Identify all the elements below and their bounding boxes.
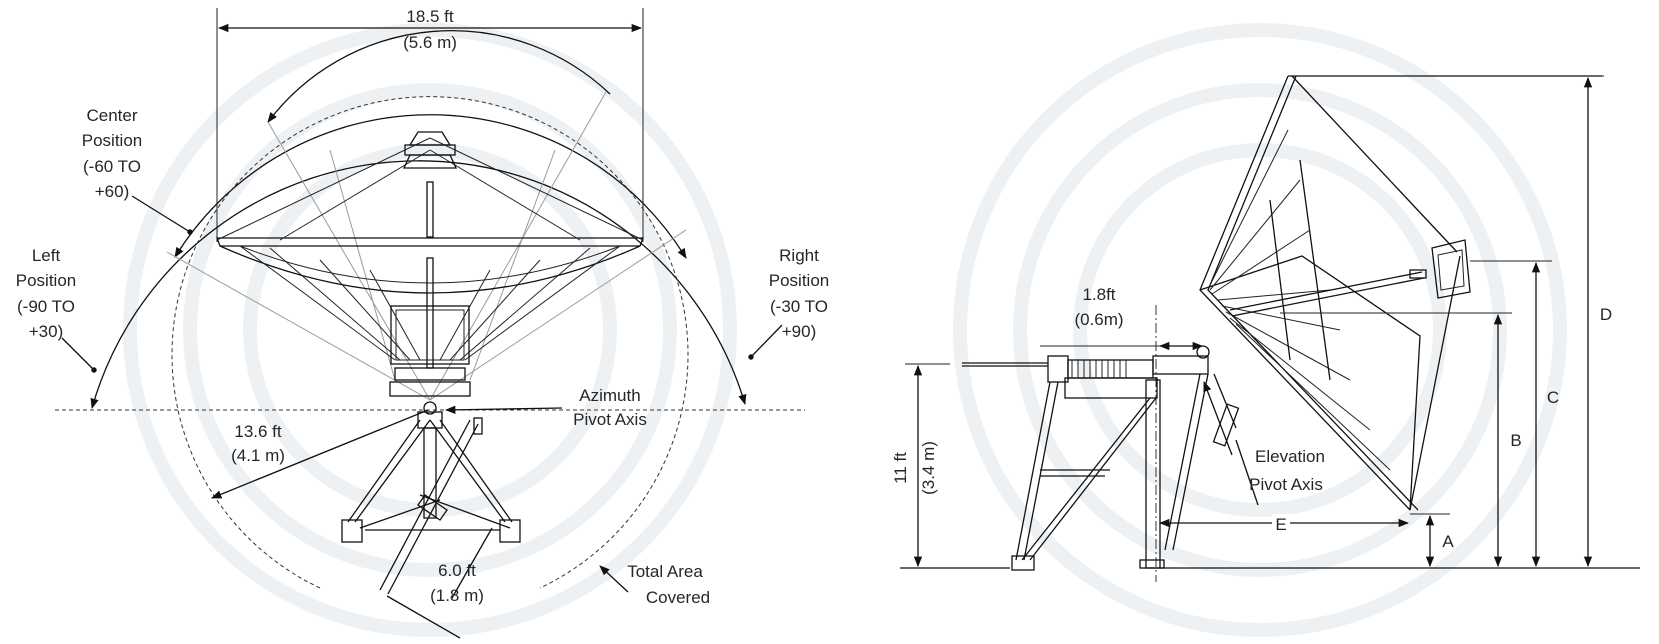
leg-ft: 6.0 ft: [438, 561, 476, 580]
dim-e: E: [1158, 514, 1410, 534]
mount-height-ft: 11 ft: [891, 452, 910, 484]
svg-text:Position: Position: [82, 131, 142, 150]
front-dish: [216, 131, 644, 595]
mount-height-m: (3.4 m): [919, 441, 938, 495]
radius-ft: 13.6 ft: [234, 422, 282, 441]
svg-text:Azimuth: Azimuth: [579, 386, 640, 405]
front-view: 18.5 ft (5.6 m): [16, 7, 829, 639]
azimuth-pivot-label: Azimuth Pivot Axis: [444, 386, 647, 429]
side-mount: [962, 355, 1259, 571]
svg-text:+30): +30): [29, 322, 64, 341]
dish-width-dimension: 18.5 ft (5.6 m): [216, 7, 644, 242]
svg-text:Pivot Axis: Pivot Axis: [1249, 475, 1323, 494]
svg-text:Elevation: Elevation: [1255, 447, 1325, 466]
pivot-offset-ft: 1.8ft: [1082, 285, 1115, 304]
svg-text:+90): +90): [782, 322, 817, 341]
radius-dimension: 13.6 ft (4.1 m): [211, 409, 429, 499]
svg-text:(-90 TO: (-90 TO: [17, 297, 75, 316]
center-position-label: Center Position (-60 TO +60): [82, 106, 193, 235]
mount-height-dimension: 11 ft (3.4 m): [891, 363, 950, 568]
total-area-label: Total Area Covered: [599, 562, 710, 607]
total-area-circle: [171, 96, 689, 589]
svg-text:Pivot Axis: Pivot Axis: [573, 410, 647, 429]
watermark-emblem: [123, 23, 1567, 637]
right-position-label: Right Position (-30 TO +90): [748, 246, 829, 360]
svg-text:Left: Left: [32, 246, 61, 265]
dish-width-ft: 18.5 ft: [406, 7, 454, 26]
svg-text:Right: Right: [779, 246, 819, 265]
svg-text:Total Area: Total Area: [627, 562, 703, 581]
dim-c: C: [1470, 260, 1559, 568]
dim-d: D: [1583, 75, 1612, 568]
pivot-offset-m: (0.6m): [1074, 310, 1123, 329]
radius-m: (4.1 m): [231, 446, 285, 465]
side-view: 11 ft (3.4 m) 1.8ft (0.6m): [891, 75, 1640, 582]
svg-text:Center: Center: [86, 106, 137, 125]
svg-text:Position: Position: [16, 271, 76, 290]
leg-m: (1.8 m): [430, 586, 484, 605]
dim-e-label: E: [1275, 515, 1286, 534]
left-position-label: Left Position (-90 TO +30): [16, 246, 97, 373]
dim-c-label: C: [1547, 388, 1559, 407]
svg-text:(-30 TO: (-30 TO: [770, 297, 828, 316]
svg-text:Covered: Covered: [646, 588, 710, 607]
pivot-offset-dimension: 1.8ft (0.6m): [1040, 285, 1204, 351]
side-dish: [1196, 75, 1602, 511]
svg-text:(-60 TO: (-60 TO: [83, 157, 141, 176]
dish-width-m: (5.6 m): [403, 33, 457, 52]
dim-b: B: [1280, 312, 1522, 568]
leg-dimension: 6.0 ft (1.8 m): [386, 527, 493, 639]
dim-a-label: A: [1442, 532, 1454, 551]
svg-text:Position: Position: [769, 271, 829, 290]
svg-text:+60): +60): [95, 182, 130, 201]
dim-d-label: D: [1600, 305, 1612, 324]
dim-a: A: [1410, 513, 1454, 568]
elevation-pivot-label: Elevation Pivot Axis: [1203, 381, 1325, 494]
dim-b-label: B: [1510, 431, 1521, 450]
rotation-arcs: [55, 30, 805, 589]
